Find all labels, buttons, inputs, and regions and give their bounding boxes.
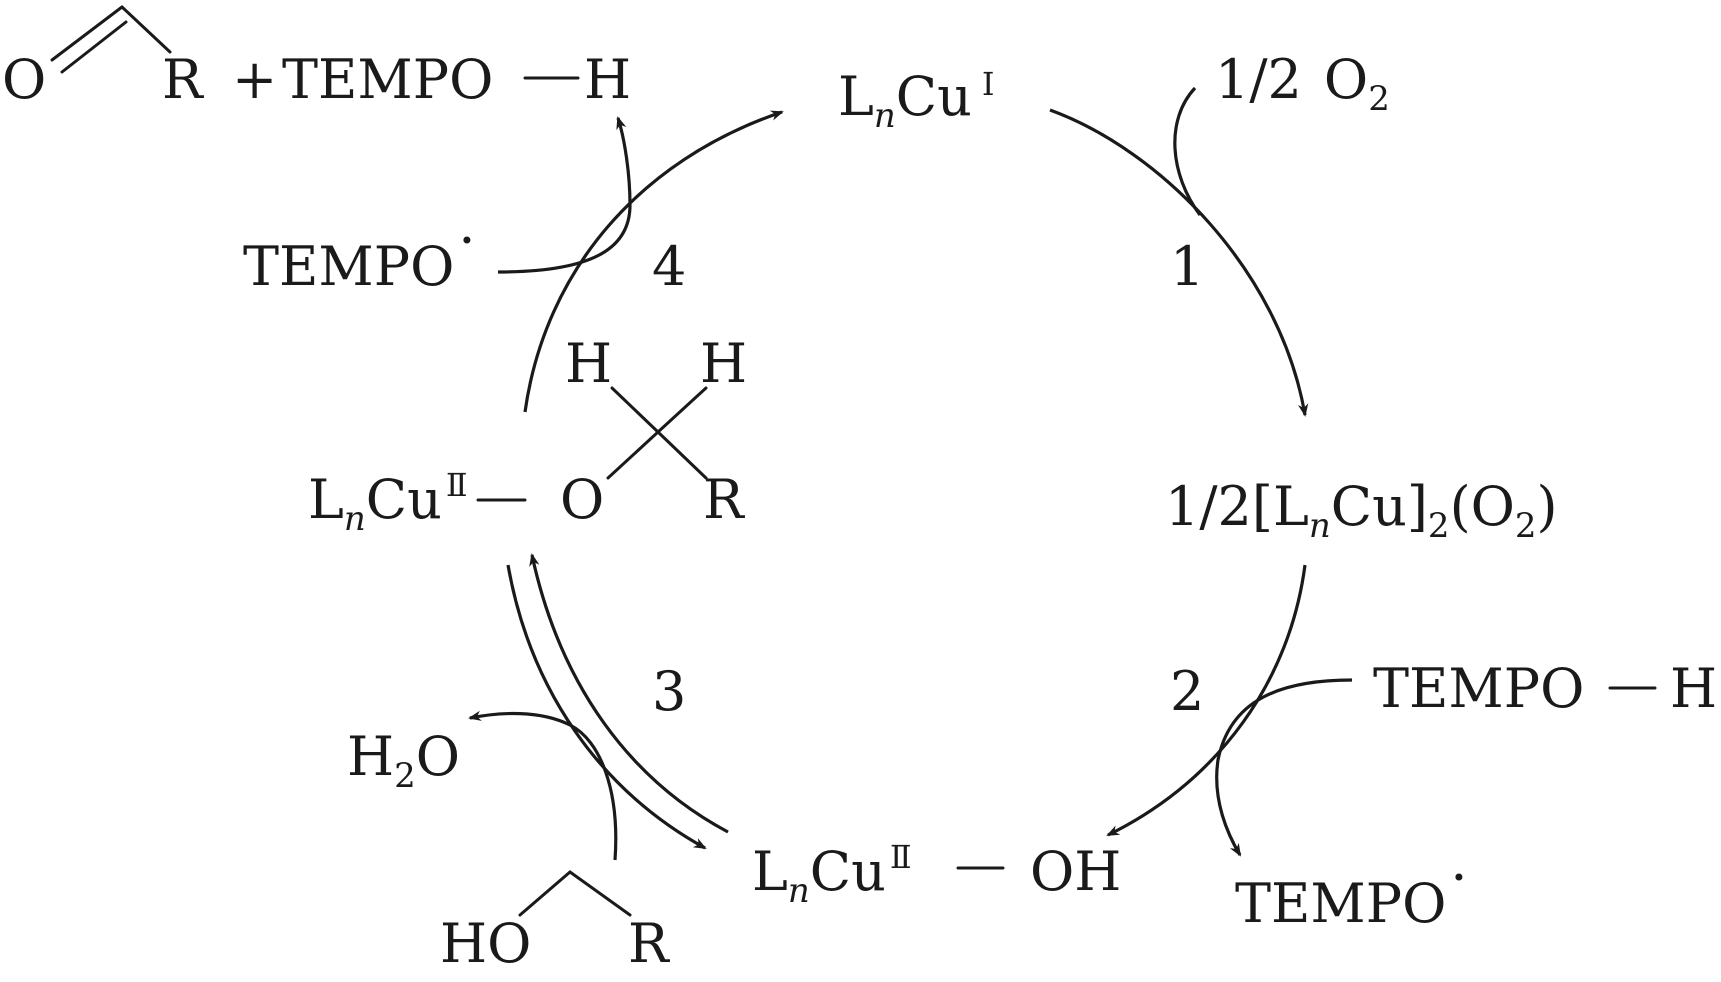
alkoxide-c-h2-bond [656, 386, 708, 434]
tempo-radical-to-tempo-h-arrow [497, 116, 632, 274]
alcohol-ho-label: HO [440, 912, 531, 975]
plus-sign: + [232, 48, 277, 111]
alkoxide-h2: H [700, 332, 747, 395]
step-2-cycle-arrow [1106, 564, 1307, 837]
alkoxide-oxygen: O [560, 468, 604, 531]
step-4-label: 4 [652, 235, 686, 298]
step-3-label: 3 [652, 660, 686, 723]
alkoxide-c-h1-bond [610, 386, 660, 434]
alkoxide-h1: H [565, 332, 612, 395]
alkoxide-c-r-bond [656, 430, 708, 480]
alcohol-r-bond [568, 870, 632, 917]
tempo-h-to-tempo-radical-arrow [1215, 678, 1353, 857]
step-4-cycle-arrow [523, 110, 784, 413]
tempo-h-reagent-label: TEMPO [1373, 657, 1584, 720]
step-1-cycle-arrow [1049, 108, 1309, 417]
tempo-h-product-label: TEMPO [282, 48, 493, 111]
aldehyde-double-bond-a [50, 5, 124, 62]
tempo-h-reagent-h: H [1670, 657, 1717, 720]
tempo-radical-product-label: TEMPO· [1235, 846, 1468, 935]
alcohol-structure [518, 870, 632, 917]
aldehyde-structure [50, 5, 172, 74]
alcohol-to-water-arrow [468, 710, 618, 861]
alcohol-r-label: R [628, 912, 670, 975]
hydroxide-label: OH [1030, 840, 1121, 903]
step-2-label: 2 [1170, 660, 1204, 723]
o2-entry-curve [1173, 86, 1202, 216]
step-1-label: 1 [1170, 235, 1204, 298]
aldehyde-r-bond [120, 5, 172, 54]
copper-peroxo-complex-label: 1/2[LnCu]2(O2) [1165, 475, 1558, 546]
alkoxide-o-c-bond [606, 430, 660, 480]
alcohol-o-bond [518, 870, 572, 917]
aldehyde-double-bond-b [60, 20, 128, 74]
water-label: H2O [347, 725, 460, 796]
aldehyde-oxygen: O [2, 48, 46, 111]
tempo-h-product-h: H [584, 48, 631, 111]
step-3-reverse-arrow [529, 553, 729, 834]
alkoxide-ch2-structure [606, 386, 708, 480]
tempo-radical-reagent-label: TEMPO· [243, 209, 476, 298]
alkoxide-r: R [703, 468, 745, 531]
step-3-forward-arrow [506, 564, 707, 850]
aldehyde-r-group: R [162, 48, 204, 111]
